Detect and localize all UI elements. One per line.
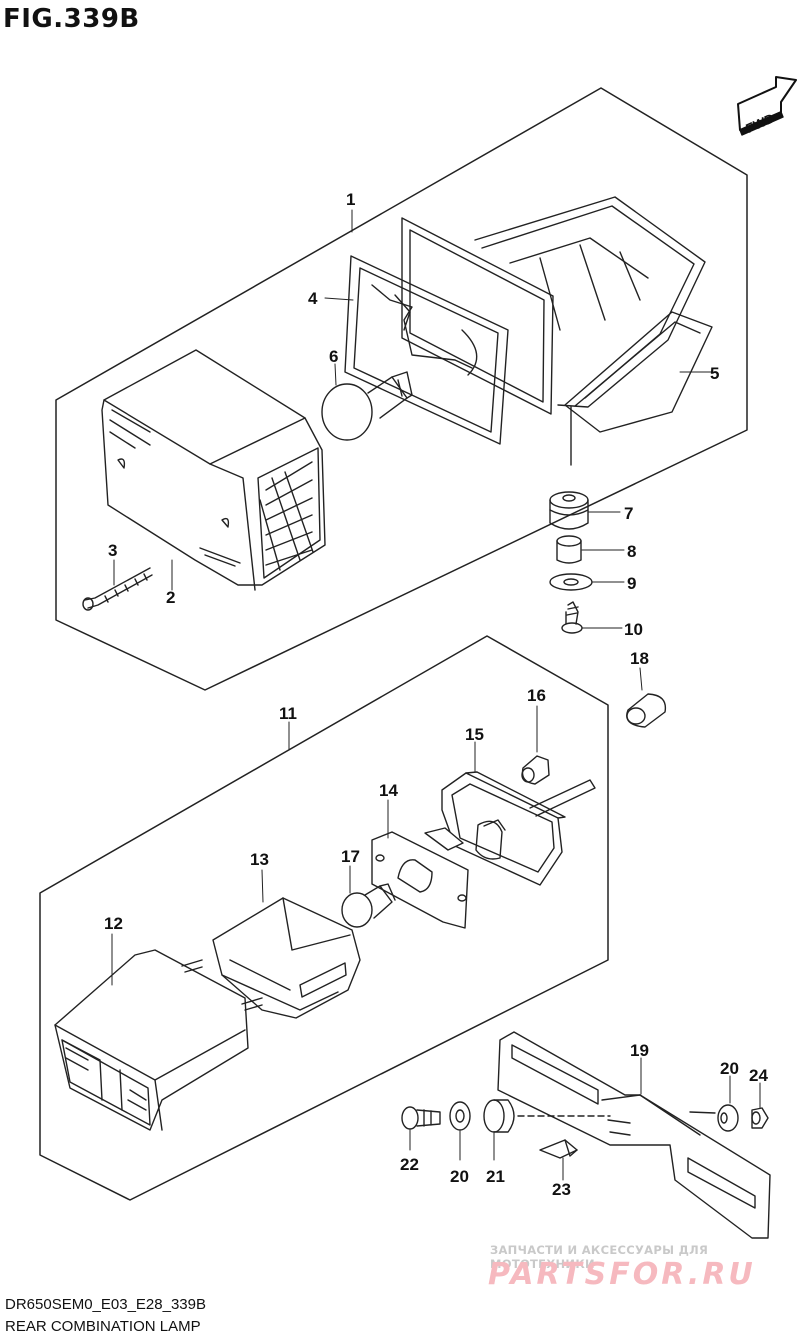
part-label-4: 4: [308, 289, 318, 308]
part-label-8: 8: [627, 542, 636, 561]
part-label-1: 1: [346, 190, 355, 209]
part-label-16: 16: [527, 686, 546, 705]
figure-code: DR650SEM0_E03_E28_339B: [5, 1296, 206, 1313]
figure-name: REAR COMBINATION LAMP: [5, 1318, 201, 1335]
part-label-21: 21: [486, 1167, 505, 1186]
washer: [549, 573, 593, 591]
license-lamp-gasket: [371, 831, 469, 929]
license-lamp-housing: [424, 771, 596, 886]
collar-18: [626, 693, 667, 728]
part-label-15: 15: [465, 725, 484, 744]
lamp-housing: [474, 196, 713, 433]
part-label-19: 19: [630, 1041, 649, 1060]
washer-20a: [449, 1101, 471, 1131]
part-label-20-right: 20: [720, 1059, 739, 1078]
license-lamp-bulb: [341, 883, 396, 928]
cushion-grommet: [549, 491, 589, 530]
watermark-tagline: ЗАПЧАСТИ И АКСЕССУАРЫ ДЛЯ МОТОТЕХНИКИ: [490, 1243, 709, 1271]
lamp-clip: [521, 755, 550, 785]
part-label-18: 18: [630, 649, 649, 668]
collar: [556, 535, 582, 564]
part-label-24: 24: [749, 1066, 768, 1085]
clip-23: [539, 1139, 578, 1159]
part-label-6: 6: [329, 347, 338, 366]
watermark-brand: PARTSFOR.RU: [488, 1257, 756, 1292]
lens-gasket: [344, 255, 509, 445]
assembly-1-frame: [55, 87, 748, 691]
part-label-7: 7: [624, 504, 633, 523]
license-lamp-lens: [212, 897, 361, 1019]
part-label-12: 12: [104, 914, 123, 933]
part-label-13: 13: [250, 850, 269, 869]
bolt-22: [401, 1106, 441, 1130]
tail-lamp-lens: [101, 349, 326, 591]
washer-20b: [689, 1104, 739, 1132]
part-label-23: 23: [552, 1180, 571, 1199]
part-label-17: 17: [341, 847, 360, 866]
stop-lamp-bulb: [321, 371, 413, 441]
figure-title: FIG.339B: [3, 4, 140, 34]
part-label-9: 9: [627, 574, 636, 593]
part-label-3: 3: [108, 541, 117, 560]
license-bracket: [497, 1031, 771, 1239]
part-label-5: 5: [710, 364, 719, 383]
mount-screw: [561, 601, 583, 634]
cushion-21: [483, 1099, 515, 1133]
nut-24: [751, 1107, 769, 1129]
part-label-10: 10: [624, 620, 643, 639]
fwd-arrow-icon: [737, 76, 797, 136]
part-label-2: 2: [166, 588, 175, 607]
part-label-20-left: 20: [450, 1167, 469, 1186]
part-label-22: 22: [400, 1155, 419, 1174]
license-lamp-body: [54, 949, 263, 1131]
lamp-gasket-plate: [401, 217, 554, 415]
part-label-11: 11: [279, 704, 297, 723]
part-label-14: 14: [379, 781, 398, 800]
leader-lines: [111, 209, 761, 1181]
assembly-11-frame: [39, 635, 609, 1201]
lens-screw: [82, 567, 153, 611]
